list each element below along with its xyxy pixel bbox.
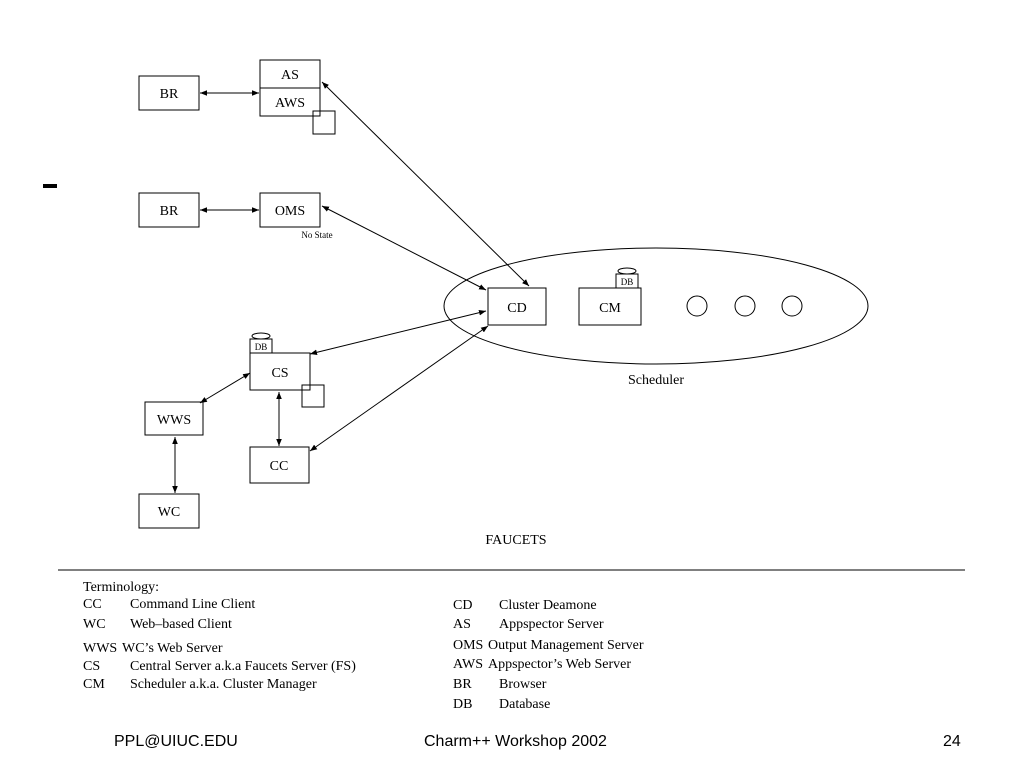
- term-desc: WC’s Web Server: [122, 641, 223, 656]
- cc-label: CC: [270, 459, 289, 474]
- term-abbr: OMS: [453, 638, 484, 653]
- term-desc: Appspector Server: [499, 617, 604, 632]
- aws-small-square: [312, 110, 336, 135]
- term-desc: Cluster Deamone: [499, 598, 597, 613]
- term-right-row: AWS Appspector’s Web Server: [453, 657, 631, 673]
- term-abbr: CS: [83, 659, 101, 674]
- br2-label: BR: [160, 204, 179, 219]
- scheduler-ellipse: [443, 247, 869, 365]
- as-label: AS: [281, 68, 299, 83]
- diagram-caption: FAUCETS: [485, 533, 546, 548]
- term-abbr: CD: [453, 598, 473, 613]
- term-abbr: WWS: [83, 641, 118, 656]
- term-right-row: CD Cluster Deamone: [453, 598, 597, 614]
- scheduler-label: Scheduler: [628, 373, 684, 388]
- oms-note-label: No State: [301, 230, 332, 240]
- cm-db-cylinder-top: [617, 267, 637, 275]
- slide-bullet-dash: [43, 184, 57, 188]
- term-right-row: BR Browser: [453, 677, 546, 693]
- scheduler-node-circle: [734, 295, 756, 317]
- footer-page-number: 24: [943, 733, 961, 750]
- wws-label: WWS: [157, 413, 191, 428]
- aws-label: AWS: [275, 96, 305, 111]
- wc-label: WC: [158, 505, 181, 520]
- br1-label: BR: [160, 87, 179, 102]
- term-right-row: OMS Output Management Server: [453, 638, 644, 654]
- br1-box: [138, 75, 200, 111]
- cs-label: CS: [271, 366, 288, 381]
- term-desc: Browser: [499, 677, 547, 692]
- term-desc: Command Line Client: [130, 597, 256, 612]
- cc-box: [249, 446, 310, 484]
- footer-email: PPL@UIUC.EDU: [114, 733, 238, 750]
- term-right-row: DB Database: [453, 697, 550, 713]
- scheduler-node-circle: [686, 295, 708, 317]
- term-abbr: CC: [83, 597, 102, 612]
- cs-db-label: DB: [255, 342, 268, 352]
- term-left-row: CM Scheduler a.k.a. Cluster Manager: [83, 677, 317, 693]
- term-desc: Appspector’s Web Server: [488, 657, 631, 672]
- term-left-row: WWS WC’s Web Server: [83, 641, 222, 657]
- term-abbr: CM: [83, 677, 105, 692]
- cm-box: [578, 287, 642, 326]
- arrow-as-cd: [321, 81, 530, 287]
- cs-small-square: [301, 384, 325, 408]
- cm-db-label: DB: [621, 277, 634, 287]
- term-desc: Central Server a.k.a Faucets Server (FS): [130, 659, 356, 674]
- footer-event: Charm++ Workshop 2002: [424, 733, 607, 750]
- cs-db-cylinder-top: [251, 332, 271, 340]
- wc-box: [138, 493, 200, 529]
- term-abbr: WC: [83, 617, 106, 632]
- term-left-row: WC Web–based Client: [83, 617, 232, 633]
- cm-label: CM: [599, 301, 621, 316]
- terminology-heading: Terminology:: [83, 580, 160, 595]
- term-abbr: AS: [453, 617, 471, 632]
- term-desc: Database: [499, 697, 551, 712]
- arrow-cs-cd: [309, 309, 487, 356]
- wws-box: [144, 401, 204, 436]
- scheduler-node-circle: [781, 295, 803, 317]
- term-left-row: CS Central Server a.k.a Faucets Server (F…: [83, 659, 356, 675]
- arrow-cc-cd: [309, 325, 489, 452]
- term-abbr: BR: [453, 677, 472, 692]
- term-desc: Web–based Client: [130, 617, 232, 632]
- term-abbr: AWS: [453, 657, 483, 672]
- cd-label: CD: [507, 301, 526, 316]
- oms-box: [259, 192, 321, 228]
- cd-box: [487, 287, 547, 326]
- oms-label: OMS: [275, 204, 305, 219]
- arrow-wws-cs: [199, 372, 251, 404]
- term-left-row: CC Command Line Client: [83, 597, 255, 613]
- arrow-oms-cd: [321, 205, 487, 291]
- br2-box: [138, 192, 200, 228]
- term-desc: Scheduler a.k.a. Cluster Manager: [130, 677, 317, 692]
- term-desc: Output Management Server: [488, 638, 644, 653]
- aws-box: [259, 87, 321, 117]
- term-right-row: AS Appspector Server: [453, 617, 604, 633]
- term-abbr: DB: [453, 697, 473, 712]
